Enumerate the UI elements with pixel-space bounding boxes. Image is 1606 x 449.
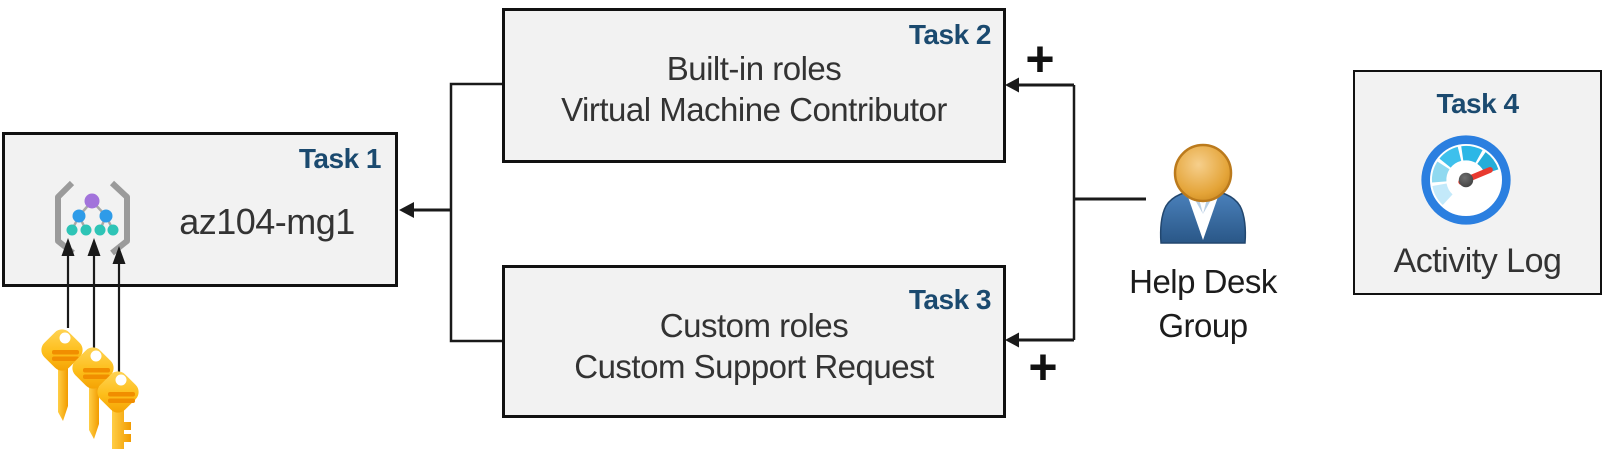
task3-box: Task 3 Custom roles Custom Support Reque… (502, 265, 1006, 418)
task4-box: Task 4 Activity Log (1353, 70, 1602, 295)
task3-label: Task 3 (908, 284, 992, 315)
user-head (1173, 143, 1233, 203)
arrowhead-into-task1 (399, 202, 414, 218)
mg-leaf-node (107, 224, 119, 236)
plus-icon-task3: + (1028, 339, 1058, 395)
activity-log-gauge-icon (1421, 135, 1511, 225)
task2-box: Task 2 Built-in roles Virtual Machine Co… (502, 8, 1006, 163)
mg-leaf-node (66, 224, 78, 236)
user-icon (1159, 143, 1247, 244)
left-connector (409, 82, 502, 343)
task2-text: Built-in roles Virtual Machine Contribut… (505, 48, 1003, 130)
task1-label: Task 1 (298, 143, 382, 174)
task2-line2: Virtual Machine Contributor (561, 91, 947, 128)
key-icon (97, 371, 139, 449)
task4-title: Activity Log (1393, 242, 1562, 280)
management-group-icon (55, 180, 130, 256)
mg-root-node (84, 193, 100, 209)
mg-leaf-node (80, 224, 92, 236)
key-icon (72, 347, 114, 439)
plus-icon-task2: + (1025, 31, 1055, 87)
task2-label: Task 2 (908, 19, 992, 50)
task1-title: az104-mg1 (179, 201, 355, 242)
mg-left-bracket (55, 180, 75, 256)
task1-box: Task 1 az104-mg1 (2, 132, 398, 287)
task3-line1: Custom roles (659, 307, 849, 344)
key-icon (41, 329, 83, 421)
user-collar (1186, 191, 1220, 240)
gauge-segments (1431, 145, 1499, 205)
mg-right-bracket (109, 180, 130, 256)
task4-label: Task 4 (1436, 88, 1519, 119)
help-desk-group-label: Help Desk Group (1103, 260, 1303, 348)
mg-child-node (72, 209, 86, 223)
mg-leaf-node (94, 224, 106, 236)
keys-icon (41, 329, 139, 449)
help-desk-line1: Help Desk (1129, 263, 1277, 300)
arrowhead-into-task3 (1005, 332, 1019, 348)
task3-line2: Custom Support Request (574, 348, 934, 385)
mg-child-node (99, 209, 113, 223)
gauge-hub (1458, 172, 1474, 188)
task2-line1: Built-in roles (666, 50, 842, 87)
help-desk-line2: Group (1158, 307, 1248, 344)
task3-text: Custom roles Custom Support Request (505, 305, 1003, 387)
